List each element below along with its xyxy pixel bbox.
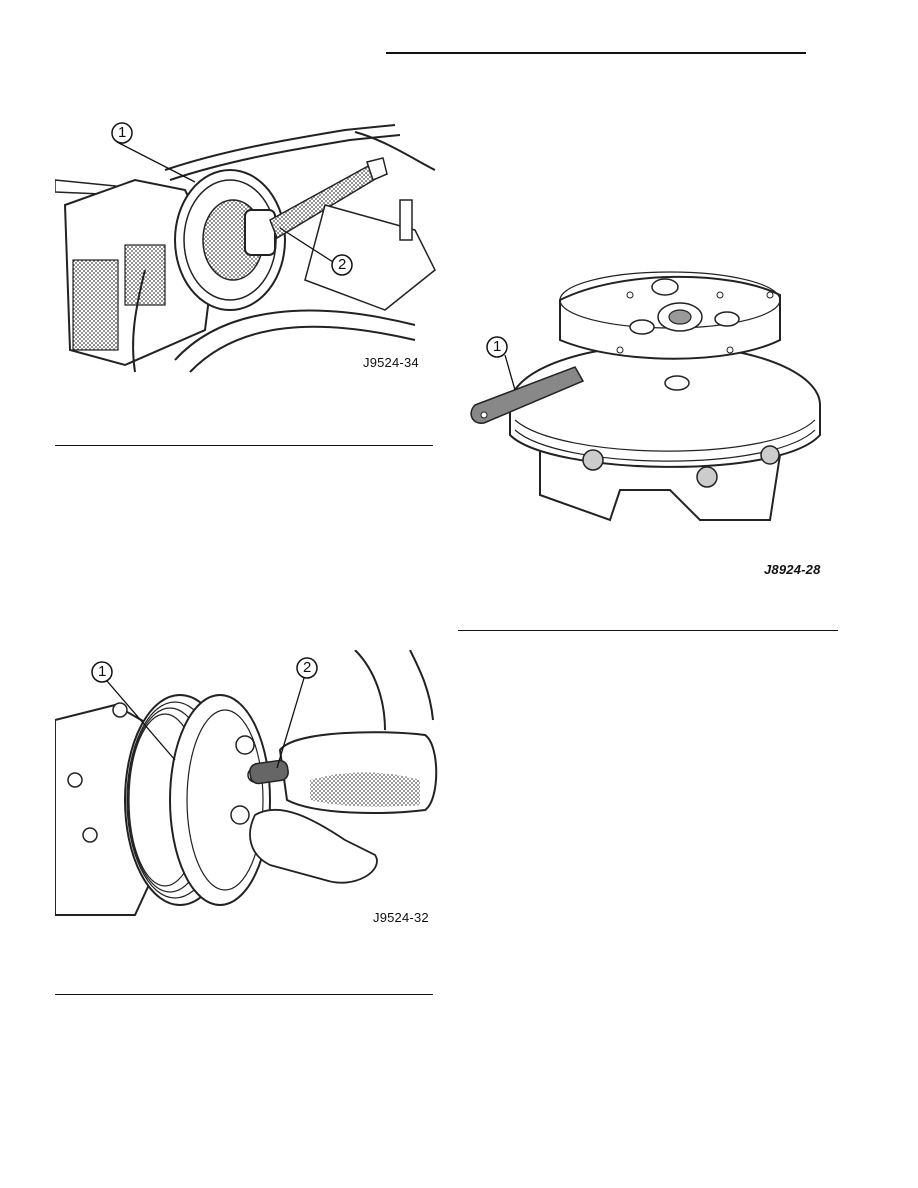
callout-label-1: 1 xyxy=(493,338,502,355)
figure-clutch-plate-removal: 1 2 J9524-32 xyxy=(55,650,440,935)
callout-1-circle xyxy=(91,661,113,683)
figure-3-rule xyxy=(55,994,433,995)
callout-2-circle xyxy=(331,254,353,276)
figure-2-rule xyxy=(458,630,838,631)
figure-1-rule xyxy=(55,445,433,446)
callout-label-2: 2 xyxy=(338,256,347,273)
callout-1-circle xyxy=(486,336,508,358)
figure-2-illustration xyxy=(470,271,821,522)
figure-id-label: J9524-32 xyxy=(373,910,429,925)
callout-2-circle xyxy=(296,657,318,679)
callout-label-2: 2 xyxy=(303,659,312,676)
figure-3-illustration xyxy=(55,650,438,916)
header-rule xyxy=(386,52,806,54)
figure-1-illustration xyxy=(55,122,436,373)
callout-label-1: 1 xyxy=(98,663,107,680)
callout-label-1: 1 xyxy=(118,124,127,141)
figure-id-label: J8924-28 xyxy=(764,562,821,577)
figure-spanner-wrench: 1 J8924-28 xyxy=(470,255,840,585)
callout-1-circle xyxy=(111,122,133,144)
figure-id-label: J9524-34 xyxy=(363,355,419,370)
figure-compressor-clutch-puller: 1 2 J9524-34 xyxy=(55,110,440,380)
